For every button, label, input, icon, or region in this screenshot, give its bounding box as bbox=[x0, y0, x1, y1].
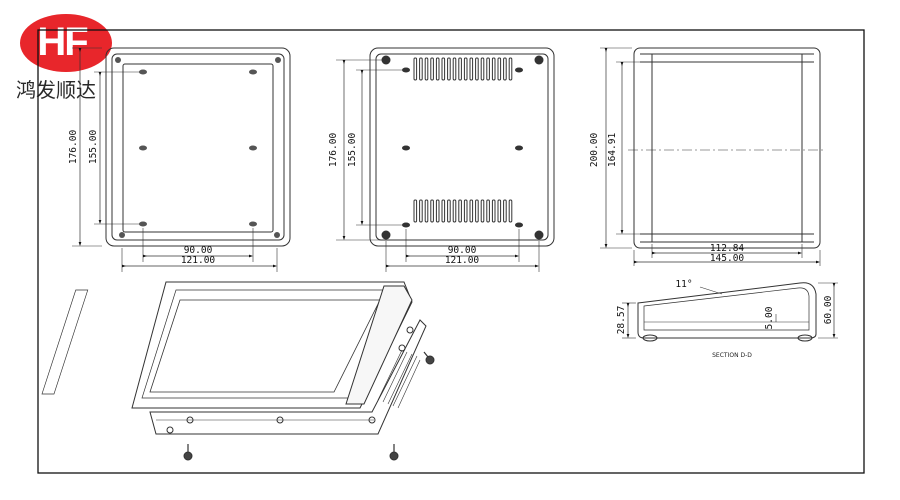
drawing-frame bbox=[37, 29, 865, 474]
vent-slot bbox=[486, 199, 490, 223]
section-view bbox=[622, 282, 838, 342]
vent-slot bbox=[435, 57, 440, 81]
front-view bbox=[600, 47, 826, 266]
vent-slot bbox=[463, 199, 468, 223]
screw-icon bbox=[423, 351, 435, 365]
vent-slot bbox=[413, 199, 418, 223]
vent-slot bbox=[441, 199, 446, 223]
top-width-inner: 90.00 bbox=[184, 245, 213, 256]
vent-slot bbox=[419, 199, 423, 223]
vent-slot bbox=[480, 199, 485, 223]
section-rib: 5.00 bbox=[764, 306, 775, 329]
vent-slot bbox=[503, 57, 507, 81]
brand-logo: HF bbox=[12, 14, 112, 104]
vent-slot bbox=[480, 57, 485, 81]
screw-icon bbox=[183, 444, 193, 461]
vent-slot bbox=[452, 199, 457, 223]
vent-slot bbox=[497, 57, 502, 81]
vent-slot bbox=[447, 199, 451, 223]
front-width-outer: 145.00 bbox=[710, 253, 745, 264]
top-height-inner: 155.00 bbox=[88, 130, 99, 165]
vent-slot bbox=[475, 57, 479, 81]
vent-slot bbox=[486, 57, 490, 81]
vent-slot bbox=[424, 57, 429, 81]
top-width-outer: 121.00 bbox=[181, 255, 216, 266]
vent-slot bbox=[497, 199, 502, 223]
vent-slot bbox=[503, 199, 507, 223]
vent-slot bbox=[435, 199, 440, 223]
vent-slot bbox=[447, 57, 451, 81]
vent-slot bbox=[508, 199, 513, 223]
vent-slot bbox=[458, 199, 462, 223]
front-height-outer: 200.00 bbox=[589, 133, 600, 168]
isometric-view bbox=[41, 281, 435, 461]
bottom-width-outer: 121.00 bbox=[445, 255, 480, 266]
section-title: SECTION D-D bbox=[712, 352, 752, 359]
vent-slots-bottom bbox=[413, 199, 513, 223]
vent-slot bbox=[441, 57, 446, 81]
vent-slot bbox=[491, 57, 496, 81]
vent-slot bbox=[469, 199, 474, 223]
vent-slot bbox=[508, 57, 513, 81]
vent-slot bbox=[452, 57, 457, 81]
vent-slot bbox=[491, 199, 496, 223]
bottom-height-inner: 155.00 bbox=[347, 133, 358, 168]
top-view bbox=[72, 47, 291, 272]
vent-slot bbox=[413, 57, 418, 81]
top-height-outer: 176.00 bbox=[68, 130, 79, 165]
vent-slot bbox=[424, 199, 429, 223]
vent-slot bbox=[469, 57, 474, 81]
bottom-width-inner: 90.00 bbox=[448, 245, 477, 256]
vent-slot bbox=[475, 199, 479, 223]
logo-badge bbox=[20, 14, 112, 72]
section-angle: 11° bbox=[675, 279, 692, 290]
front-height-inner: 164.91 bbox=[607, 133, 618, 168]
section-back-height: 60.00 bbox=[823, 295, 834, 324]
bottom-view bbox=[336, 47, 555, 272]
bottom-height-outer: 176.00 bbox=[328, 133, 339, 168]
company-name: 鸿发顺达 bbox=[16, 78, 96, 102]
front-width-inner: 112.84 bbox=[710, 243, 745, 254]
section-front-height: 28.57 bbox=[616, 306, 627, 335]
screw-icon bbox=[389, 444, 399, 461]
vent-slot bbox=[419, 57, 423, 81]
vent-slot bbox=[463, 57, 468, 81]
vent-slot bbox=[430, 199, 434, 223]
vent-slot bbox=[430, 57, 434, 81]
vent-slots-top bbox=[413, 57, 513, 81]
vent-slot bbox=[458, 57, 462, 81]
